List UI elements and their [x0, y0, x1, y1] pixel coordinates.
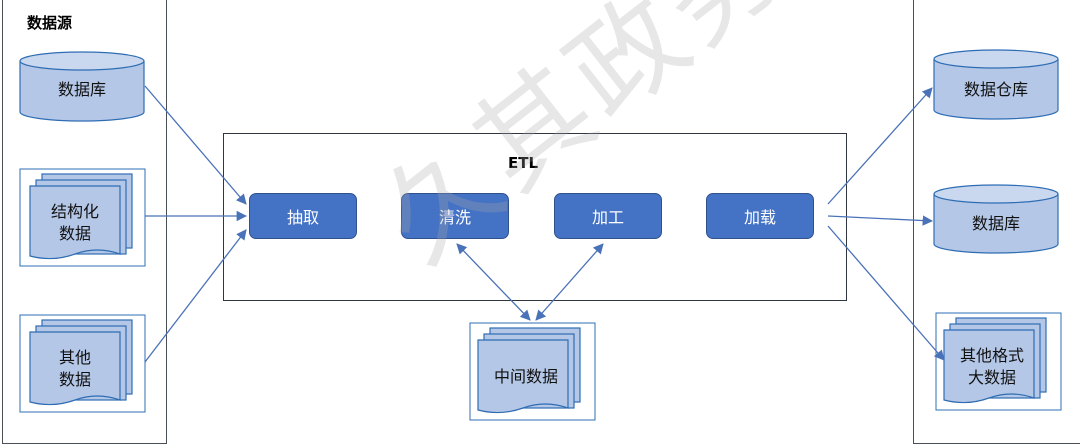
source-database-label: 数据库	[57, 80, 106, 99]
arrow-other-to-extract	[144, 229, 247, 363]
etl-title: ETL	[508, 154, 539, 172]
arrow-load-to-warehouse	[827, 87, 933, 205]
source-database-cylinder	[19, 51, 145, 122]
target-database-cylinder	[933, 184, 1059, 254]
etl-step-process[interactable]: 加工	[554, 193, 662, 239]
arrow-process-intermediate	[535, 243, 604, 321]
arrow-clean-intermediate	[456, 243, 531, 321]
data-source-panel-title: 数据源	[27, 14, 73, 32]
etl-step-load[interactable]: 加载	[706, 193, 814, 239]
arrow-load-to-bigdata	[827, 225, 945, 361]
target-bigdata-label: 其他格式 大数据	[959, 346, 1024, 387]
target-database-label: 数据库	[971, 214, 1020, 233]
etl-step-extract[interactable]: 抽取	[249, 193, 357, 239]
arrow-load-to-database	[827, 215, 934, 226]
etl-step-clean[interactable]: 清洗	[401, 193, 509, 239]
source-other-label: 其他 数据	[58, 348, 91, 389]
source-structured-label: 结构化 数据	[50, 202, 99, 243]
intermediate-label: 中间数据	[493, 367, 558, 386]
arrow-db-to-extract	[144, 85, 247, 205]
target-warehouse-label: 数据仓库	[963, 80, 1028, 99]
target-warehouse-cylinder	[933, 49, 1059, 120]
